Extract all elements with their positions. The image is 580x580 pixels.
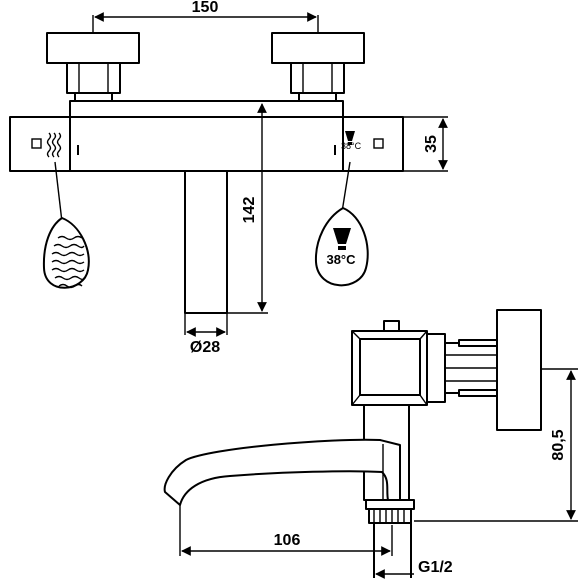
right-leader-line (341, 161, 351, 213)
bevel-br (419, 394, 428, 406)
right-handle-cap (271, 32, 365, 64)
front-view: 150 (9, 0, 448, 356)
bevel-bl (351, 394, 361, 406)
left-leader-line (54, 161, 63, 223)
dim-106-label: 106 (274, 532, 301, 549)
small-temperature-icon: 38°C (341, 131, 362, 151)
left-square-mark (31, 138, 42, 149)
temperature-label: 38°C (326, 252, 356, 267)
top-stem (383, 320, 400, 332)
left-hex-nut (66, 62, 121, 102)
spout-tube (184, 170, 228, 314)
dim-g12-label: G1/2 (418, 559, 453, 576)
dim-142-label: 142 (241, 197, 258, 224)
temperature-icon (333, 228, 351, 250)
body-top-band (69, 100, 344, 118)
connector-collar (426, 333, 446, 403)
upper-body-inner-face (359, 338, 421, 396)
left-water-icon (46, 132, 62, 158)
small-temp-label: 38°C (341, 141, 362, 151)
water-flow-badge (42, 217, 90, 289)
right-square-mark (373, 138, 384, 149)
water-flow-icon (51, 235, 86, 289)
temperature-badge: 38°C (314, 207, 369, 287)
dim-805-label: 80,5 (550, 429, 567, 460)
dim-35-label: 35 (423, 135, 440, 153)
dim-28-label: Ø28 (190, 339, 220, 356)
dim-150-label: 150 (192, 0, 219, 16)
side-hex-nut (444, 339, 498, 397)
side-view: 80,5 106 G1/2 (163, 309, 578, 579)
bevel-tr (419, 330, 428, 340)
right-hex-nut (290, 62, 345, 102)
left-handle-cap (46, 32, 140, 64)
upper-body-block (351, 330, 428, 406)
spout-profile (163, 438, 401, 506)
thread-connector (365, 499, 415, 524)
bevel-tl (351, 330, 361, 340)
side-handle (496, 309, 542, 431)
